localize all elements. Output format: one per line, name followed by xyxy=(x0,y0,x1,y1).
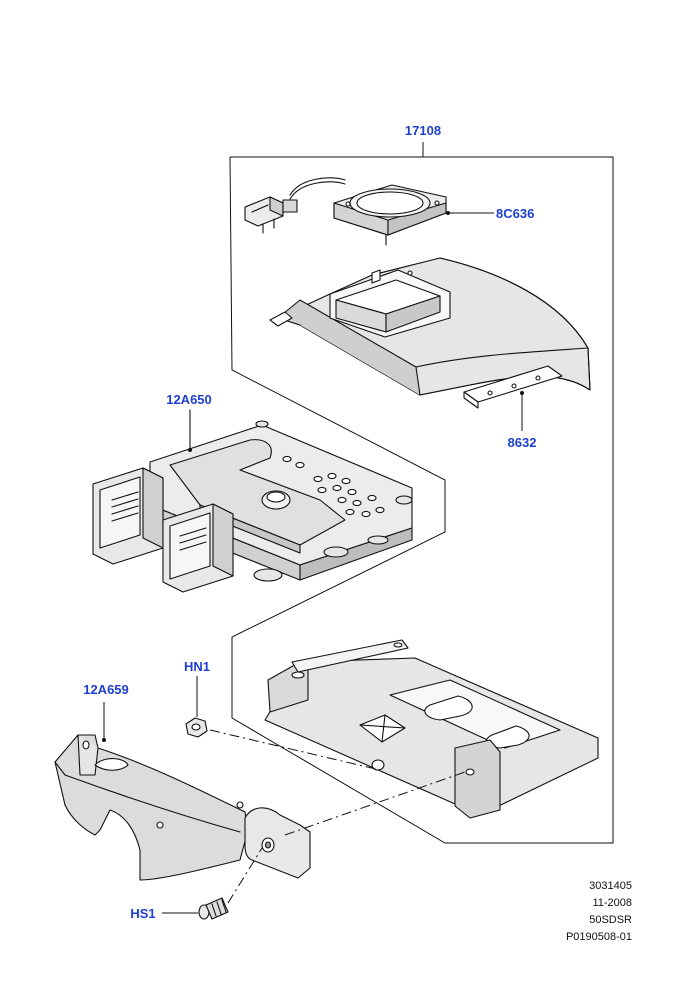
drawing-reference: P0190508-01 xyxy=(565,931,632,943)
drawing-code: 50SDSR xyxy=(589,914,632,926)
mounting-tray[interactable] xyxy=(264,639,599,819)
callout-8c636[interactable]: 8C636 xyxy=(496,206,534,221)
drawing-date: 11-2008 xyxy=(592,897,632,909)
assembly-group-outline xyxy=(229,142,614,844)
drawing-info-block: 3031405 11-2008 50SDSR P0190508-01 xyxy=(566,878,632,946)
callout-hn1[interactable]: HN1 xyxy=(184,659,210,674)
drawing-number: 3031405 xyxy=(589,880,632,892)
centerline-hn1 xyxy=(209,729,381,771)
leader-dot-12a650 xyxy=(188,448,192,452)
bracket-8632[interactable] xyxy=(269,257,591,409)
callout-12a650[interactable]: 12A650 xyxy=(166,392,212,407)
leader-dot-8c636 xyxy=(446,211,450,215)
callout-8632[interactable]: 8632 xyxy=(508,435,537,450)
callout-12a659[interactable]: 12A659 xyxy=(83,682,129,697)
leader-dot-8632 xyxy=(520,391,524,395)
control-module-12a650[interactable] xyxy=(92,409,413,593)
cover-12a659[interactable] xyxy=(54,734,311,881)
callout-17108[interactable]: 17108 xyxy=(405,123,441,138)
centerline-cover xyxy=(284,771,466,836)
leader-dot-12a659 xyxy=(102,738,106,742)
sensor-8c636[interactable] xyxy=(244,177,447,246)
nut-hn1[interactable] xyxy=(185,717,208,738)
screw-hs1[interactable] xyxy=(198,897,229,920)
callout-hs1[interactable]: HS1 xyxy=(130,906,155,921)
